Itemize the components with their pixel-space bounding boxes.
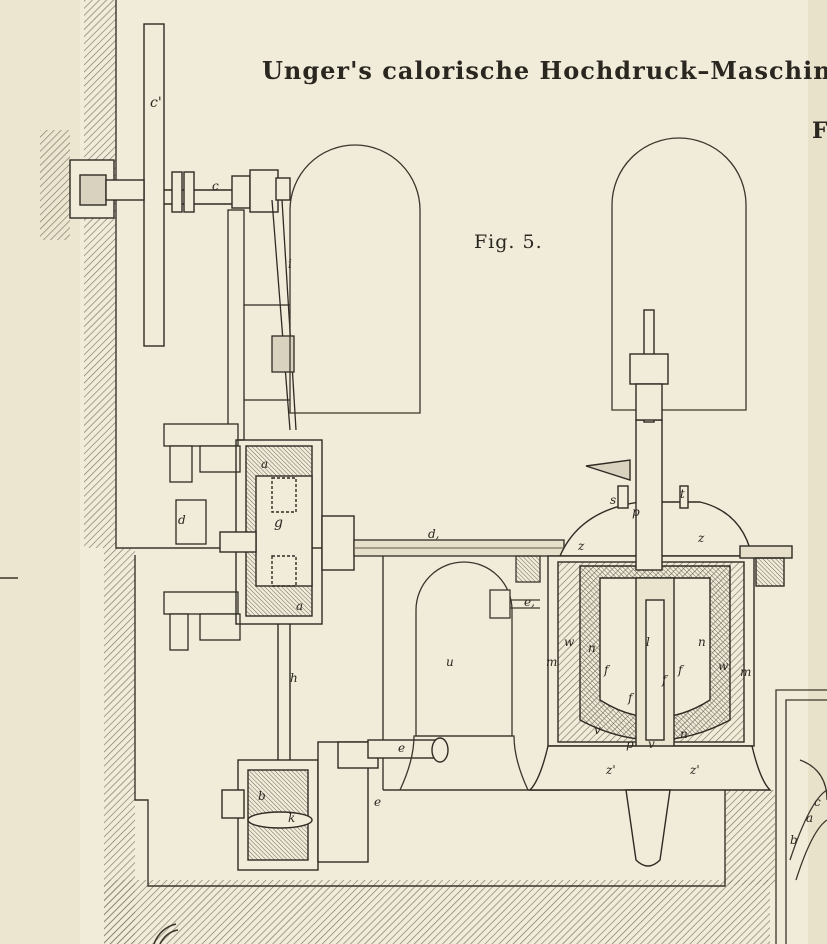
label-lining-low: n bbox=[680, 727, 688, 741]
crank-rod bbox=[227, 199, 297, 441]
label-far-c: c bbox=[814, 795, 821, 809]
label-top-p: p bbox=[632, 505, 640, 519]
label-valve: d bbox=[178, 513, 186, 527]
valve-gear bbox=[163, 423, 241, 651]
label-pump-side: e bbox=[374, 795, 382, 809]
label-dome-right: z bbox=[698, 531, 705, 545]
label-bottom-p: p bbox=[626, 737, 634, 751]
label-piston: g bbox=[274, 515, 283, 531]
upper-hoods bbox=[289, 137, 747, 414]
label-mantle-left: m bbox=[546, 655, 558, 669]
label-far-a: a bbox=[806, 811, 814, 825]
label-channel-right: v bbox=[648, 737, 655, 751]
plate-title: Unger's calorische Hochdruck–Maschine. bbox=[262, 56, 827, 85]
working-cylinder bbox=[219, 439, 355, 760]
wall-hatching bbox=[40, 0, 775, 944]
label-dome-left: z bbox=[578, 539, 585, 553]
pipe-d bbox=[353, 539, 565, 557]
label-pump: b bbox=[258, 789, 266, 803]
label-wall-right: w bbox=[718, 659, 729, 673]
label-lining-left: n bbox=[588, 641, 596, 655]
label-flywheel: c' bbox=[150, 95, 162, 111]
label-feed: s bbox=[610, 493, 617, 507]
label-base-left: z' bbox=[606, 763, 616, 777]
heater-vessel bbox=[528, 309, 793, 867]
label-rod: i bbox=[288, 257, 292, 271]
label-fire-right: f bbox=[678, 663, 683, 677]
flywheel bbox=[69, 23, 291, 347]
label-fire-center: f bbox=[662, 673, 667, 687]
label-crank: c bbox=[212, 179, 219, 193]
label-lining-right: n bbox=[698, 635, 706, 649]
label-pump-pipe: e bbox=[398, 741, 406, 755]
label-top-t: t bbox=[680, 487, 685, 501]
label-fire-left: f bbox=[604, 663, 609, 677]
label-side-valve: e, bbox=[524, 595, 535, 609]
label-vessel: u bbox=[446, 655, 454, 669]
label-piston-rod: h bbox=[290, 671, 298, 685]
label-cylinder-bottom: a bbox=[296, 599, 304, 613]
vessel-u bbox=[399, 555, 541, 791]
label-inner-tube: l bbox=[646, 635, 650, 649]
label-cylinder-top: a bbox=[261, 457, 269, 471]
next-figure-label: F bbox=[812, 118, 827, 144]
paper-right-strip bbox=[808, 0, 827, 944]
label-pipe: d, bbox=[428, 527, 440, 541]
label-pump-piston: k bbox=[288, 811, 296, 825]
label-base-right: z' bbox=[690, 763, 700, 777]
stray-tool bbox=[153, 923, 179, 944]
label-fire-low: f bbox=[628, 691, 633, 705]
label-mantle-right: m bbox=[740, 665, 752, 679]
label-channel-left: v bbox=[594, 723, 601, 737]
pump-cylinder bbox=[221, 737, 449, 871]
label-far-b: b bbox=[790, 833, 798, 847]
figure-label: Fig. 5. bbox=[474, 231, 543, 253]
label-wall-left: w bbox=[564, 635, 575, 649]
